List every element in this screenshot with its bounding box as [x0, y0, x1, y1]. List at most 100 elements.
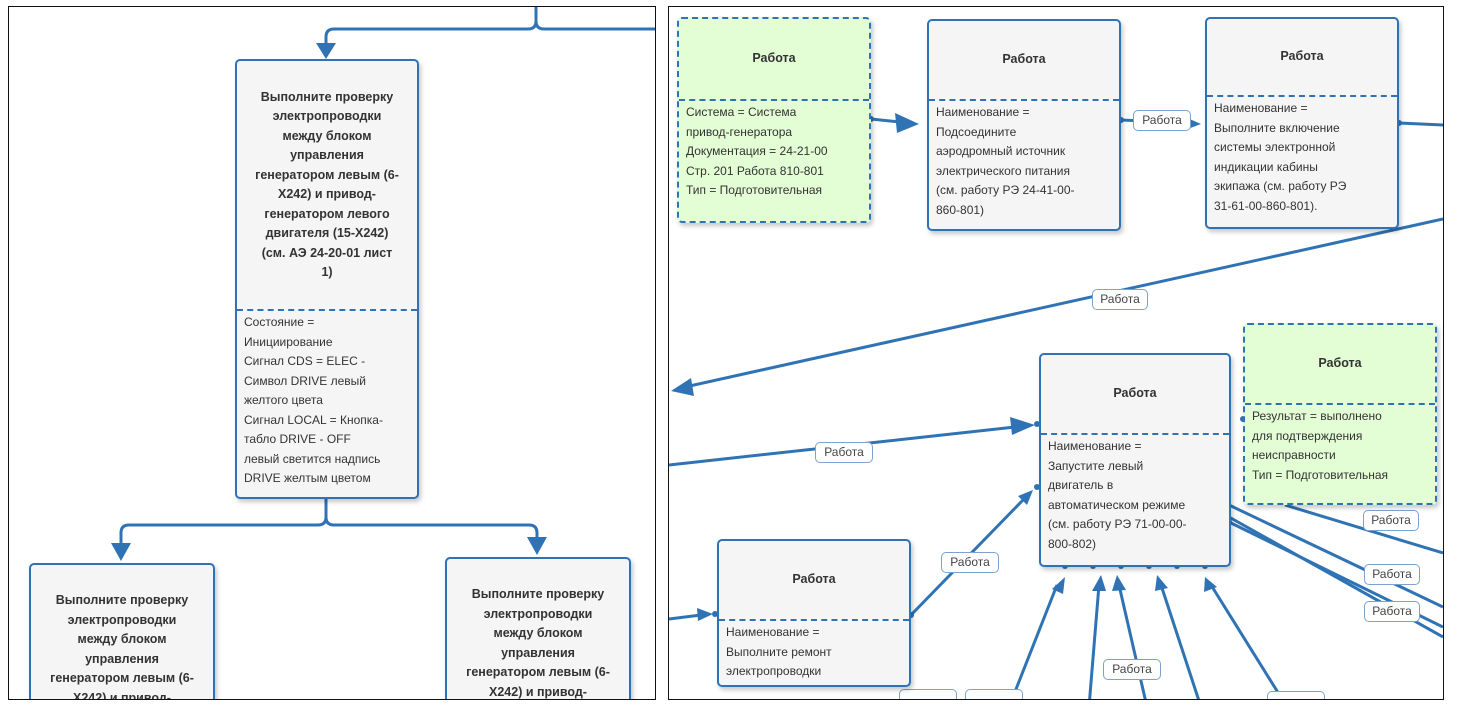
body-line: для подтверждения — [1252, 428, 1363, 443]
body-line: Наименование = — [936, 105, 1030, 119]
node-work-repair-wiring[interactable]: Работа Наименование = Выполните ремонт э… — [717, 539, 911, 687]
body-line: Символ DRIVE левый — [244, 373, 366, 388]
body-line: (см. работу РЭ 71-00-00- — [1048, 517, 1187, 531]
node-title: Работа — [679, 19, 869, 101]
node-body: Наименование = Выполните ремонт электроп… — [719, 621, 909, 684]
edge-incoming-right — [534, 7, 655, 31]
edge-into-main — [324, 20, 538, 45]
title-line: Выполните проверку — [55, 593, 189, 607]
node-check-wiring-bottom-right[interactable]: Выполните проверку электропроводки между… — [445, 557, 631, 699]
edge-label[interactable]: Работа — [815, 442, 873, 463]
edge-label[interactable]: Работа — [1103, 659, 1161, 680]
body-line: двигатель в — [1048, 478, 1114, 492]
arrowhead-up-4 — [1155, 575, 1168, 591]
left-diagram-panel[interactable]: Выполните проверку электропроводки между… — [8, 6, 656, 700]
node-title: Работа — [1207, 19, 1397, 97]
title-line: генератором левым (6- — [255, 167, 399, 182]
arrowhead-up-5 — [1204, 577, 1217, 592]
arrowhead-bottom-left — [111, 543, 131, 561]
node-check-wiring-bottom-left[interactable]: Выполните проверку электропроводки между… — [29, 563, 215, 700]
title-line: X242) и привод- — [278, 187, 376, 201]
node-body: Результат = выполнено для подтверждения … — [1245, 405, 1435, 487]
body-line: желтого цвета — [244, 393, 323, 407]
title-line: управления — [85, 651, 159, 666]
arrowhead-main — [316, 43, 336, 59]
edge-label[interactable]: Работа — [1363, 510, 1419, 531]
node-work-connect-power[interactable]: Работа Наименование = Подсоедините аэрод… — [927, 19, 1121, 231]
title-line: X242) и привод- — [73, 690, 171, 700]
right-diagram-panel[interactable]: Работа Работа Работа Работа Работа Работ… — [668, 6, 1444, 700]
node-body: Система = Система привод-генератора Доку… — [679, 101, 869, 203]
edge-label[interactable]: Работа — [1133, 110, 1191, 131]
node-title: Выполните проверку электропроводки между… — [447, 559, 629, 699]
title-line: генератором левого — [264, 206, 390, 221]
edge-up-1 — [1010, 584, 1059, 699]
title-line: электропроводки — [272, 109, 382, 123]
node-work-start-engine[interactable]: Работа Наименование = Запустите левый дв… — [1039, 353, 1231, 567]
title-line: управления — [290, 148, 364, 162]
body-line: Система = Система — [686, 105, 797, 119]
body-line: 860-801) — [936, 202, 985, 217]
body-line: Документация = 24-21-00 — [686, 144, 828, 158]
body-line: 800-802) — [1048, 536, 1097, 551]
arrowhead-into-repair — [697, 608, 713, 621]
title-line: управления — [501, 645, 575, 660]
port-dot — [1034, 421, 1040, 427]
body-line: Тип = Подготовительная — [686, 183, 823, 197]
body-line: Тип = Подготовительная — [1252, 467, 1389, 482]
port-dot — [1034, 484, 1040, 490]
title-line: между блоком — [493, 626, 583, 640]
title-line: 1) — [321, 265, 333, 279]
left-edges-layer — [111, 7, 655, 561]
edge-label[interactable]: Работа — [1364, 564, 1420, 585]
node-title: Выполните проверку электропроводки между… — [237, 61, 417, 311]
body-line: Наименование = — [1214, 101, 1308, 115]
body-line: Подсоедините — [936, 124, 1017, 139]
body-line: Состояние = — [244, 315, 315, 329]
edge-label-clipped[interactable] — [965, 689, 1023, 699]
edge-label[interactable]: Работа — [941, 552, 999, 573]
body-line: аэродромный источник — [936, 144, 1066, 158]
edge-into-repair — [669, 613, 702, 621]
node-check-wiring-main[interactable]: Выполните проверку электропроводки между… — [235, 59, 419, 499]
node-work-system[interactable]: Работа Система = Система привод-генерато… — [677, 17, 871, 223]
edge-main-to-bottom-left — [119, 499, 328, 545]
node-body: Наименование = Выполните включение систе… — [1207, 97, 1397, 218]
node-work-result[interactable]: Работа Результат = выполнено для подтвер… — [1243, 323, 1437, 505]
body-line: Выполните ремонт — [726, 644, 832, 659]
body-line: Наименование = — [1048, 439, 1142, 453]
body-line: (см. работу РЭ 24-41-00- — [936, 183, 1075, 197]
edge-up-4 — [1159, 584, 1200, 699]
title-line: генератором левым (6- — [50, 671, 194, 685]
edge-main-to-bottom-right — [324, 516, 539, 539]
node-work-enable-display[interactable]: Работа Наименование = Выполните включени… — [1205, 17, 1399, 229]
body-line: Инициирование — [244, 334, 333, 349]
title-line: электропроводки — [67, 612, 177, 627]
edge-label-clipped[interactable] — [1267, 691, 1325, 699]
body-line: Выполните включение — [1214, 120, 1340, 135]
node-title: Работа — [719, 541, 909, 621]
arrowhead-into-start — [1010, 417, 1035, 435]
node-title: Работа — [1245, 325, 1435, 405]
node-body: Состояние = Инициирование Сигнал CDS = E… — [237, 311, 417, 491]
arrowhead-connect — [895, 113, 919, 133]
edge-label-clipped[interactable] — [899, 689, 957, 699]
title-line: электропроводки — [483, 606, 593, 621]
edge-up-5 — [1209, 584, 1284, 699]
title-line: X242) и привод- — [489, 684, 587, 699]
title-line: двигателя (15-X242) — [265, 226, 389, 240]
node-title: Работа — [929, 21, 1119, 101]
title-line: Выполните проверку — [471, 587, 605, 601]
edge-enable-exit — [1398, 121, 1443, 127]
title-line: (см. АЭ 24-20-01 лист — [261, 245, 393, 260]
title-line: генератором левым (6- — [466, 665, 610, 679]
body-line: автоматическом режиме — [1048, 497, 1186, 512]
edge-label[interactable]: Работа — [1092, 289, 1148, 310]
body-line: Запустите левый — [1048, 458, 1144, 473]
body-line: табло DRIVE - OFF — [244, 432, 351, 446]
body-line: электрического питания — [936, 163, 1070, 178]
body-line: 31-61-00-860-801). — [1214, 198, 1318, 213]
edge-label[interactable]: Работа — [1364, 601, 1420, 622]
title-line: между блоком — [77, 632, 167, 646]
title-line: между блоком — [282, 128, 372, 143]
